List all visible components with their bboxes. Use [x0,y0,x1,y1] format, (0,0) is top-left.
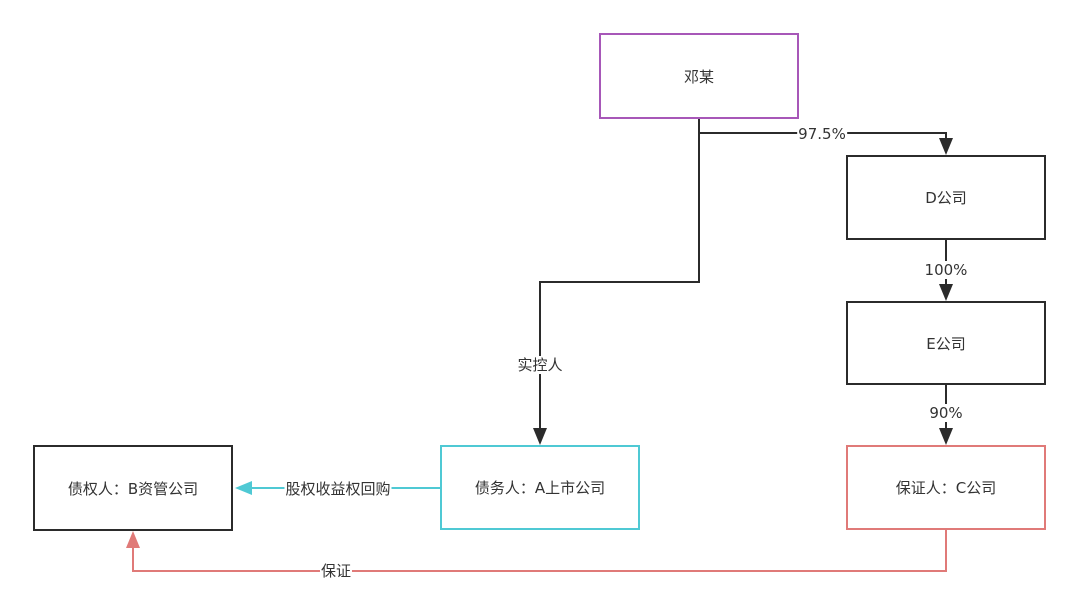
edge-label-deng-to-a: 实控人 [516,356,564,374]
node-creditor[interactable]: 债权人：B资管公司 [33,445,233,531]
node-guarantor-label: 保证人：C公司 [895,479,997,497]
arrowhead-a-to-b [235,481,252,495]
edge-deng-to-a [539,133,700,430]
node-debtor[interactable]: 债务人：A上市公司 [440,445,640,530]
node-creditor-label: 债权人：B资管公司 [67,479,199,498]
arrowhead-d-to-e [939,284,953,301]
arrowhead-deng-to-a [533,428,547,445]
arrowhead-e-to-c [939,428,953,445]
edge-label-d-to-e: 100% [923,261,969,279]
node-e-company[interactable]: E公司 [846,301,1046,385]
edge-label-a-to-b: 股权收益权回购 [284,480,392,498]
arrowhead-c-to-b [126,531,140,548]
edge-label-e-to-c: 90% [928,404,964,422]
node-e-company-label: E公司 [926,334,966,353]
node-d-company-label: D公司 [925,189,967,207]
edge-c-to-b [132,530,947,572]
node-guarantor[interactable]: 保证人：C公司 [846,445,1046,530]
arrowhead-deng-to-d [939,138,953,155]
node-deng[interactable]: 邓某 [599,33,799,119]
edge-label-deng-to-d: 97.5% [797,125,847,143]
edge-label-c-to-b: 保证 [319,562,353,580]
node-d-company[interactable]: D公司 [846,155,1046,240]
node-debtor-label: 债务人：A上市公司 [474,479,606,497]
node-deng-label: 邓某 [683,67,714,86]
